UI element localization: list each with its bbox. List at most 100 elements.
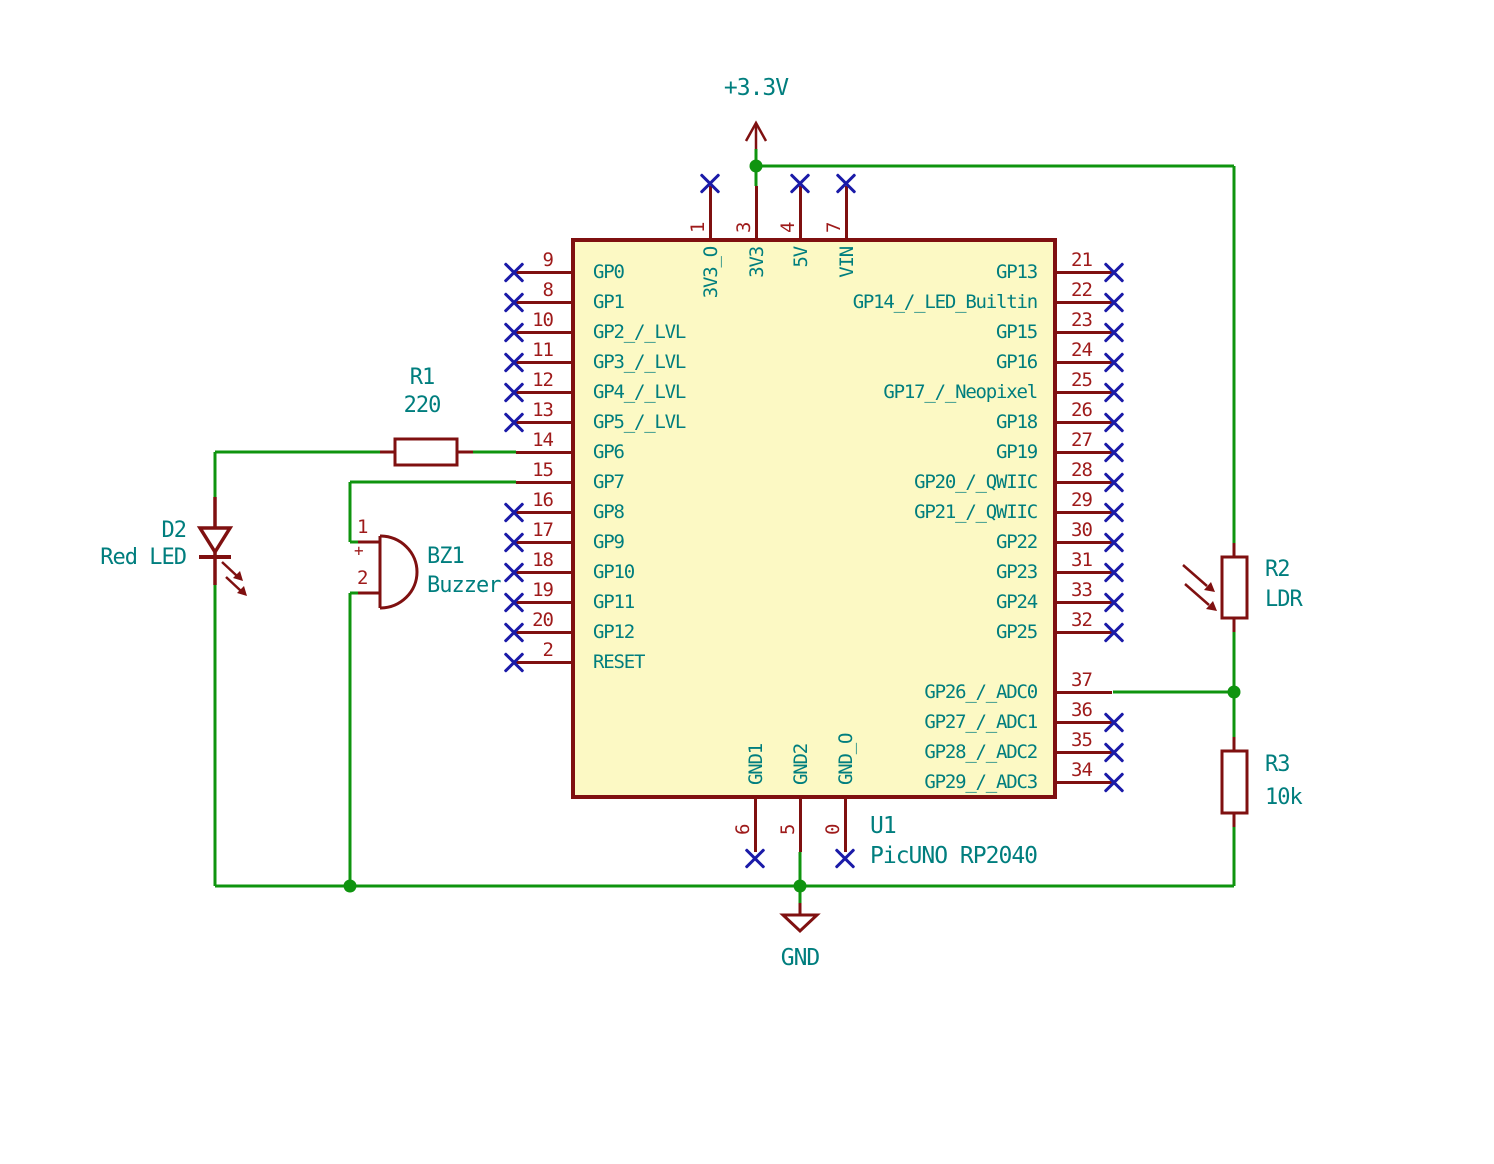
pin-line [1055,540,1112,544]
pin-name: GP25 [996,621,1038,643]
pin-name: 3V3_O [700,247,722,299]
pin-number: 13 [532,399,554,421]
pin-name: GP24 [996,591,1038,613]
pin-name: GP5_/_LVL [593,411,686,433]
pin-name: GP21_/_QWIIC [914,501,1038,523]
pin-number: 4 [777,222,799,233]
pin-name: GP16 [996,351,1038,373]
led-d2-symbol[interactable] [196,497,247,596]
pin-number: 25 [1071,369,1093,391]
pin-number: 27 [1071,429,1093,451]
pin-name: GP3_/_LVL [593,351,686,373]
u1-part-name: PicUNO RP2040 [870,843,1038,869]
pin-number: 36 [1071,699,1093,721]
r2-reference: R2 [1265,557,1290,582]
pin-number: 21 [1071,249,1093,271]
pin-line [1055,390,1112,394]
pin-line [1055,570,1112,574]
pin-number: 31 [1071,549,1093,571]
no-connect-icon [833,846,857,870]
pin-line [516,300,573,304]
pin-line [1055,360,1112,364]
pin-name: GP18 [996,411,1038,433]
pin-number: 32 [1071,609,1093,631]
pin-line [516,510,573,514]
pin-number: 34 [1071,759,1093,781]
pin-number: 35 [1071,729,1093,751]
pin-line [516,570,573,574]
pin-number: 33 [1071,579,1093,601]
pin-name: GP12 [593,621,635,643]
pin-number: 11 [532,339,554,361]
pin-name: GP7 [593,471,625,493]
pin-name: GP17_/_Neopixel [883,381,1038,403]
pin-line [516,330,573,334]
pin-line [1055,780,1112,784]
pin-name: GP2_/_LVL [593,321,686,343]
pin-line [798,797,802,852]
buzzer-bz1-symbol[interactable] [358,534,419,610]
pin-name: RESET [593,651,645,673]
pin-name: GP8 [593,501,625,523]
pin-number: 1 [687,222,709,233]
gnd-net-label: GND [780,945,821,971]
pin-number: 3 [733,222,755,233]
pin-name: GP28_/_ADC2 [924,741,1038,763]
bz1-value: Buzzer [427,573,501,598]
pin-name: GP10 [593,561,635,583]
pin-name: GND2 [790,744,812,785]
pin-number: 9 [542,249,554,271]
pin-name: GP1 [593,291,625,313]
pin-number: 19 [532,579,554,601]
pin-name: GP9 [593,531,625,553]
pin-line [1055,720,1112,724]
pin-name: GP0 [593,261,625,283]
pin-name: GP15 [996,321,1038,343]
pin-line [1055,630,1112,634]
d2-value: Red LED [100,545,187,570]
pin-line [516,600,573,604]
pin-line [516,540,573,544]
pin-line [798,186,802,240]
pin-name: GND1 [745,744,767,785]
u1-reference: U1 [870,813,897,839]
pin-name: GP4_/_LVL [593,381,686,403]
resistor-r1-symbol[interactable] [380,437,473,467]
bz1-polarity-mark: + [354,541,364,560]
vcc-net-label: +3.3V [723,75,789,101]
pin-name: GP27_/_ADC1 [924,711,1038,733]
pin-name: GP29_/_ADC3 [924,771,1038,793]
pin-name: GP23 [996,561,1038,583]
pin-number: 24 [1071,339,1093,361]
pin-number: 26 [1071,399,1093,421]
pin-line [516,420,573,424]
pin-line [516,480,573,484]
pin-line [843,797,847,852]
pin-line [753,797,757,852]
pin-number: 17 [532,519,554,541]
pin-line [516,450,573,454]
ldr-r2-symbol[interactable] [1182,543,1249,632]
pin-name: GP13 [996,261,1038,283]
pin-line [516,390,573,394]
pin-name: 3V3 [746,247,768,278]
pin-number: 12 [532,369,554,391]
pin-line [754,186,758,240]
pin-line [1055,510,1112,514]
pin-line [1055,480,1112,484]
pin-number: 8 [542,279,554,301]
pin-name: GP11 [593,591,635,613]
wire-segments [213,149,1236,903]
resistor-r3-symbol[interactable] [1220,737,1249,827]
pin-line [516,270,573,274]
pin-name: GP20_/_QWIIC [914,471,1038,493]
pin-line [1055,300,1112,304]
r3-reference: R3 [1265,752,1290,777]
chip-body[interactable] [571,238,1057,799]
pin-name: 5V [790,247,812,268]
pin-number: 14 [532,429,554,451]
pin-number: 29 [1071,489,1093,511]
r3-value: 10k [1265,785,1303,810]
